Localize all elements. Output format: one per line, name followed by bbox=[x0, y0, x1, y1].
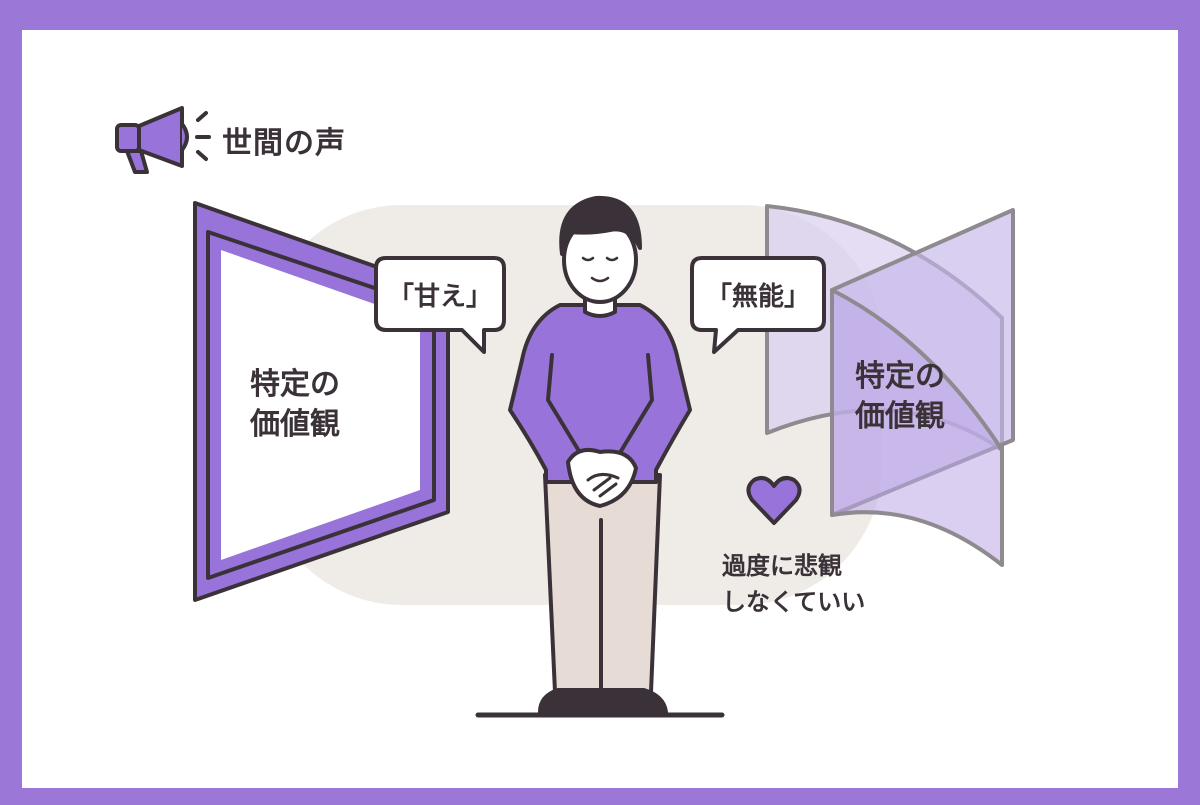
left-frame-label-line2: 価値観 bbox=[250, 407, 340, 442]
person-figure bbox=[475, 195, 725, 718]
heart-icon bbox=[746, 476, 802, 525]
megaphone-icon bbox=[115, 106, 211, 174]
left-frame-label: 特定の 価値観 bbox=[250, 365, 340, 445]
speech-bubble-left bbox=[374, 256, 506, 354]
message-line1: 過度に悲観 bbox=[722, 552, 842, 580]
right-bubble-text: 「無能」 bbox=[705, 282, 810, 312]
left-bubble-text: 「甘え」 bbox=[387, 282, 492, 312]
left-frame-label-line1: 特定の bbox=[250, 367, 340, 402]
message-line2: しなくていい bbox=[722, 588, 866, 616]
right-frame-label-line2: 価値観 bbox=[855, 399, 945, 434]
page-title: 世間の声 bbox=[222, 126, 346, 161]
right-frame-label-line1: 特定の bbox=[855, 359, 945, 394]
right-frame-label: 特定の 価値観 bbox=[855, 357, 945, 437]
speech-bubble-right bbox=[690, 256, 826, 354]
reassurance-message: 過度に悲観 しなくていい bbox=[722, 548, 865, 620]
